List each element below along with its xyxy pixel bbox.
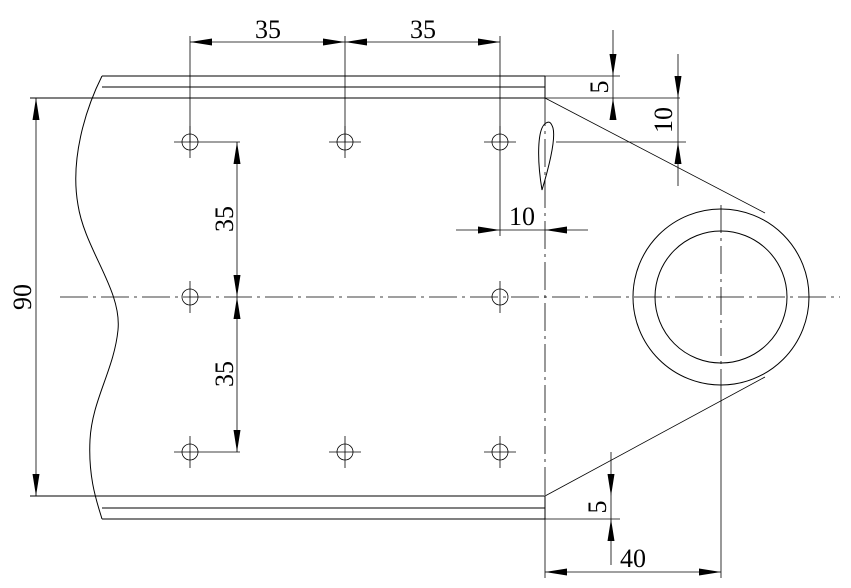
dim-label-h1: 35	[255, 15, 281, 44]
hole	[174, 436, 206, 468]
lug-tangent-bottom	[544, 376, 766, 497]
dim-label-boss-distance: 40	[620, 544, 646, 573]
hole	[491, 281, 509, 313]
break-line	[75, 75, 119, 520]
dim-label-bottom-offset: 5	[583, 501, 612, 514]
dim-edge-offset-top: 5	[545, 30, 680, 120]
dim-total-height: 90	[8, 98, 40, 496]
dim-label-edge-distance: 10	[509, 202, 535, 231]
dim-top-hole-spacing: 35 35	[189, 15, 501, 142]
dim-edge-offset-bottom: 5	[545, 452, 620, 565]
dim-label-h2: 35	[410, 15, 436, 44]
lug-tangent-top	[544, 97, 766, 214]
dim-label-v1: 35	[210, 206, 239, 232]
hole	[484, 436, 516, 468]
weld-mark	[538, 121, 555, 191]
dim-label-v2: 35	[210, 361, 239, 387]
dim-label-total: 90	[8, 284, 37, 310]
dim-boss-distance: 40	[544, 519, 721, 578]
plate-outline	[30, 75, 546, 520]
dim-label-top-offset: 5	[585, 81, 614, 94]
dim-vertical-hole-spacing: 35 35	[206, 141, 241, 453]
dim-hole-row-offset: 10	[556, 54, 686, 186]
dim-label-row-offset: 10	[649, 107, 678, 133]
dim-hole-edge-distance: 10	[456, 158, 588, 236]
hole	[181, 281, 199, 313]
hole	[329, 436, 361, 468]
